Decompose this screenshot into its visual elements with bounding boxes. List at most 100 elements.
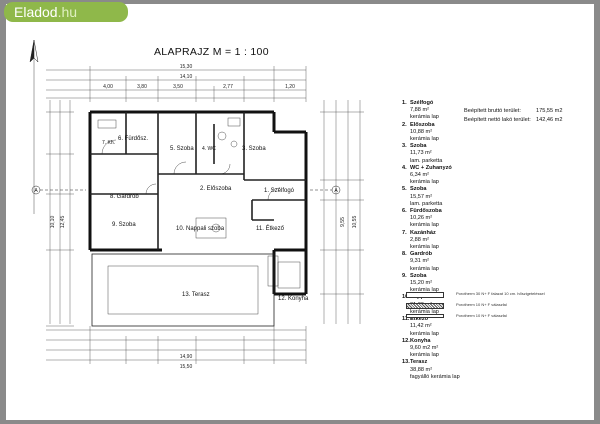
wall-key-swatch	[406, 303, 444, 309]
wall-key-label: Porotherm 10 N+ F válaszfal	[456, 302, 507, 307]
dimension-text: 10,10	[50, 216, 56, 229]
floor-plan: 6. Fürdősz. 7. Kh. 5. Szoba 4. WC 3. Szo…	[29, 39, 364, 370]
room-label: 2. Előszoba	[200, 186, 232, 192]
room-label: 3. Szoba	[242, 146, 266, 152]
room-label: 4. WC	[202, 146, 216, 152]
legend-room-area: 11,42 m²	[410, 323, 432, 330]
legend-room-row: 6.Fürdőszoba	[402, 208, 460, 215]
legend-room-area: 10,88 m²	[410, 128, 433, 135]
dimension-text: 9,55	[340, 217, 346, 227]
area-summary: Beépített bruttó terület: 175,55 m2 Beép…	[464, 107, 562, 125]
legend-room-number: 10.	[402, 294, 410, 301]
legend-room-name: Szoba	[410, 272, 427, 279]
legend-room-floor: kerámia lap	[410, 352, 439, 359]
legend-room-number: 1.	[402, 100, 407, 106]
legend-room-floor: kerámia lap	[410, 287, 439, 294]
dimension-text: 3,80	[137, 84, 147, 90]
legend-room-floor: kerámia lap	[410, 136, 439, 143]
gross-area-value: 175,55 m2	[536, 108, 563, 114]
room-label: 9. Szoba	[112, 222, 136, 228]
legend-room-floor: kerámia lap	[410, 265, 439, 272]
legend-room-area: 15,20 m²	[410, 280, 433, 287]
legend-room-name: Szoba	[410, 186, 427, 193]
legend-room-number: 3.	[402, 143, 407, 150]
legend-room-row: 3.Szoba	[402, 143, 460, 150]
room-label: 7. Kh.	[102, 140, 115, 146]
north-arrow-icon	[29, 39, 39, 214]
legend-room-floor: kerámia lap	[410, 308, 439, 315]
dimension-text: 10,55	[352, 216, 358, 229]
dimension-text: 15,30	[180, 64, 193, 70]
legend-room-row: 11.Étkező	[402, 316, 460, 323]
legend-room-floor: kerámia lap	[410, 114, 439, 121]
brand-name: Eladod	[14, 4, 58, 20]
section-marker-label: A	[34, 188, 38, 194]
dimension-text: 14,10	[180, 74, 193, 80]
legend-room-number: 9.	[402, 272, 407, 279]
legend-room-floor: kerámia lap	[410, 330, 439, 337]
dimension-text: 1,20	[285, 84, 295, 90]
room-label: 13. Terasz	[182, 292, 210, 298]
dimension-text: 3,50	[173, 84, 183, 90]
legend-room-name: Fürdőszoba	[410, 208, 442, 215]
legend-room-row: 13.Terasz	[402, 359, 460, 366]
legend-room-floor: fagyálló kerámia lap	[410, 373, 460, 380]
legend-room-floor: kerámia lap	[410, 244, 439, 251]
room-label: 12. Konyha	[278, 296, 309, 302]
legend-room-area: 9,31 m²	[410, 258, 429, 265]
room-label: 1. Szélfogó	[264, 188, 295, 194]
legend-room-row: 8.Gardrób	[402, 251, 460, 258]
drawing-title: ALAPRAJZ M = 1 : 100	[154, 46, 269, 58]
legend-room-row: 2.Előszoba	[402, 122, 460, 129]
room-label: 8. Gardrób	[110, 194, 139, 200]
wall-key-label: Porotherm 30 N+ F falazat 10 cm. hőszige…	[456, 291, 545, 296]
legend-room-area: 2,88 m²	[410, 236, 429, 243]
legend-room-area: 7,88 m²	[410, 107, 429, 114]
legend-room-number: 7.	[402, 229, 407, 236]
legend-room-floor: kerámia lap	[410, 179, 439, 186]
legend-room-floor: lam. parketta	[410, 157, 443, 164]
legend-room-name: Előszoba	[410, 121, 435, 128]
room-label: 11. Étkező	[256, 225, 285, 232]
legend-room-row: 7.Kazánház	[402, 230, 460, 237]
dimension-text: 4,00	[103, 84, 113, 90]
legend-room-number: 12.	[402, 337, 410, 344]
gross-area-label: Beépített bruttó terület:	[464, 108, 521, 114]
legend-room-floor: kerámia lap	[410, 222, 439, 229]
legend-room-area: 11,73 m²	[410, 150, 432, 157]
dimension-text: 14,90	[180, 354, 193, 360]
legend-room-name: Szélfogó	[410, 100, 434, 106]
legend-room-number: 4.	[402, 164, 407, 171]
net-area-label: Beépített nettó lakó terület:	[464, 117, 531, 123]
legend-room-row: 5.Szoba	[402, 186, 460, 193]
legend-room-area: 15,57 m²	[410, 193, 433, 200]
wall-key-label: Porotherm 10 N+ F válaszfal	[456, 313, 507, 318]
legend-room-name: Szoba	[410, 143, 427, 150]
legend-room-row: 12.Konyha	[402, 338, 460, 345]
legend-room-floor: lam. parketta	[410, 200, 443, 207]
legend-room-number: 8.	[402, 251, 407, 258]
legend-room-name: Konyha	[410, 337, 431, 344]
legend-room-name: Étkező	[410, 316, 429, 323]
wall-key-swatch	[406, 314, 444, 318]
net-area-value: 142,46 m2	[536, 117, 563, 123]
section-marker-label: A	[334, 188, 338, 194]
drawing-sheet: 6. Fürdősz. 7. Kh. 5. Szoba 4. WC 3. Szo…	[6, 4, 594, 420]
legend-room-area: 38,88 m²	[410, 366, 433, 373]
legend-room-name: Terasz	[410, 359, 428, 366]
legend-room-row: 1.Szélfogó	[402, 100, 460, 107]
wall-key-swatch	[406, 292, 444, 298]
legend-room-row: 4.WC + Zuhanyzó	[402, 165, 460, 172]
dimension-text: 12,45	[60, 216, 66, 229]
site-logo-badge[interactable]: Eladod.hu	[4, 2, 128, 22]
room-label: 10. Nappali szoba	[176, 226, 225, 232]
room-label: 6. Fürdősz.	[118, 136, 148, 142]
legend-room-number: 5.	[402, 186, 407, 193]
room-label: 5. Szoba	[170, 146, 194, 152]
legend-room-area: 10,26 m²	[410, 215, 433, 222]
dimension-text: 2,77	[223, 84, 233, 90]
legend-room-row: 9.Szoba	[402, 273, 460, 280]
legend-room-name: Gardrób	[410, 251, 433, 258]
legend-room-number: 13.	[402, 359, 410, 366]
